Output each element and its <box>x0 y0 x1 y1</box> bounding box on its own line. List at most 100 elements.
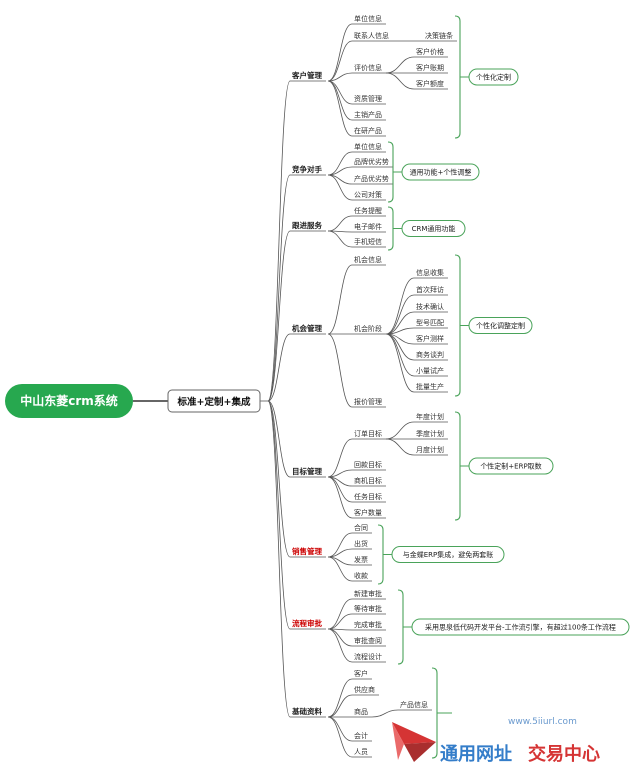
connector <box>327 438 353 478</box>
connector-lines <box>133 23 457 758</box>
item-label[interactable]: 单位信息 <box>354 142 382 151</box>
mindmap-nodes: 客户管理单位信息联系人信息评价信息资质管理主销产品在研产品决策链条客户价格客户账… <box>291 14 453 756</box>
root-node[interactable]: 中山东菱crm系统 <box>5 384 133 418</box>
connector <box>327 628 353 647</box>
category-label[interactable]: 机会管理 <box>292 323 322 333</box>
connector <box>327 476 353 519</box>
item-label[interactable]: 资质管理 <box>354 94 382 103</box>
item-label[interactable]: 报价管理 <box>354 397 382 406</box>
watermark-url: www.5iiurl.com <box>508 717 577 727</box>
category-note[interactable]: 个性化定制 <box>476 73 511 82</box>
category-note[interactable]: 个性化调整定制 <box>476 321 525 330</box>
category-note[interactable]: 与金蝶ERP集成，避免两套账 <box>403 550 494 559</box>
item-label[interactable]: 发票 <box>354 555 368 564</box>
item-label[interactable]: 商机目标 <box>354 476 382 485</box>
item-label[interactable]: 单位信息 <box>354 14 382 23</box>
category-label[interactable]: 销售管理 <box>292 546 322 556</box>
category-label[interactable]: 基础资料 <box>291 706 322 716</box>
connector <box>327 716 353 758</box>
connector <box>327 80 353 137</box>
sub-item-label[interactable]: 技术确认 <box>416 302 444 311</box>
sub-item-label[interactable]: 客户测样 <box>416 334 444 343</box>
sub-item-label[interactable]: 客户价格 <box>416 47 444 56</box>
item-label[interactable]: 收款 <box>354 571 368 580</box>
item-label[interactable]: 任务目标 <box>354 492 382 501</box>
item-label[interactable]: 产品优劣势 <box>354 174 389 183</box>
item-label[interactable]: 机会阶段 <box>354 324 382 333</box>
item-label[interactable]: 联系人信息 <box>354 31 389 40</box>
sub-item-label[interactable]: 小量试产 <box>416 366 444 375</box>
item-label[interactable]: 在研产品 <box>354 126 382 135</box>
sub-item-label[interactable]: 月度计划 <box>416 445 444 454</box>
bracket <box>454 254 461 397</box>
sub-item-label[interactable]: 型号匹配 <box>416 318 444 327</box>
sub-item-label[interactable]: 产品信息 <box>400 700 428 709</box>
item-label[interactable]: 电子邮件 <box>354 222 382 231</box>
connector <box>267 174 291 402</box>
category-note-bg <box>468 68 519 86</box>
sub-item-label[interactable]: 年度计划 <box>416 412 444 421</box>
sub-item-label[interactable]: 客户额度 <box>416 79 444 88</box>
center-node[interactable]: 标准+定制+集成 <box>167 389 261 413</box>
item-label[interactable]: 供应商 <box>354 685 375 694</box>
connector <box>267 230 291 402</box>
category-label[interactable]: 客户管理 <box>291 70 322 80</box>
item-label[interactable]: 合同 <box>354 523 368 532</box>
item-label[interactable]: 等待审批 <box>354 604 382 613</box>
watermark-brand-left: 通用网址 <box>440 744 512 765</box>
category-note[interactable]: 个性定制+ERP取数 <box>480 462 541 471</box>
item-label[interactable]: 主销产品 <box>354 110 382 119</box>
item-label[interactable]: 订单目标 <box>354 429 382 438</box>
item-label[interactable]: 任务提醒 <box>354 206 382 215</box>
category-label[interactable]: 竞争对手 <box>291 164 322 174</box>
item-label[interactable]: 商品 <box>354 707 368 716</box>
item-label[interactable]: 手机短信 <box>354 237 382 246</box>
connector <box>267 400 291 718</box>
category-note-bg <box>468 317 533 334</box>
item-label[interactable]: 新建审批 <box>354 589 382 598</box>
item-label[interactable]: 会计 <box>354 731 368 740</box>
connector <box>327 694 353 718</box>
category-label[interactable]: 跟进服务 <box>292 220 322 230</box>
item-label[interactable]: 机会信息 <box>354 255 382 264</box>
sub-item-label[interactable]: 批量生产 <box>416 382 444 391</box>
connector <box>327 598 353 630</box>
sub-item-label[interactable]: 商务谈判 <box>416 350 444 359</box>
bracket <box>454 15 461 139</box>
category-note-bg <box>411 618 630 636</box>
bracket <box>454 411 461 521</box>
category-label[interactable]: 目标管理 <box>292 466 322 476</box>
item-label[interactable]: 审批查阅 <box>354 636 382 645</box>
item-label[interactable]: 品牌优劣势 <box>354 157 389 166</box>
item-label[interactable]: 出货 <box>354 539 368 548</box>
category-note-bg <box>401 163 480 181</box>
item-label[interactable]: 人员 <box>354 748 368 756</box>
sub-item-label[interactable]: 客户账期 <box>416 63 444 72</box>
sub-item-label[interactable]: 信息收集 <box>416 268 444 277</box>
category-label[interactable]: 流程审批 <box>292 618 322 628</box>
item-label[interactable]: 客户数量 <box>354 508 382 517</box>
connector <box>385 333 415 393</box>
item-label[interactable]: 流程设计 <box>354 652 382 661</box>
sub-item-label[interactable]: 季度计划 <box>416 429 444 438</box>
item-label[interactable]: 完成审批 <box>354 620 382 629</box>
item-label[interactable]: 评价信息 <box>354 63 382 72</box>
category-note[interactable]: 采用思泉低代码开发平台-工作流引擎，有超过100条工作流程 <box>425 623 616 632</box>
sub-item-label[interactable]: 首次拜访 <box>416 285 444 294</box>
watermark-brand-right: 交易中心 <box>528 743 600 765</box>
connector <box>327 264 353 335</box>
category-note[interactable]: CRM通用功能 <box>412 224 456 233</box>
item-label[interactable]: 回款目标 <box>354 460 382 469</box>
sub-item-label[interactable]: 决策链条 <box>425 31 453 40</box>
item-label[interactable]: 公司对策 <box>354 190 382 199</box>
item-label[interactable]: 客户 <box>354 669 368 678</box>
connector <box>327 469 353 478</box>
category-note[interactable]: 通用功能+个性调整 <box>410 168 472 177</box>
connector <box>327 628 353 663</box>
